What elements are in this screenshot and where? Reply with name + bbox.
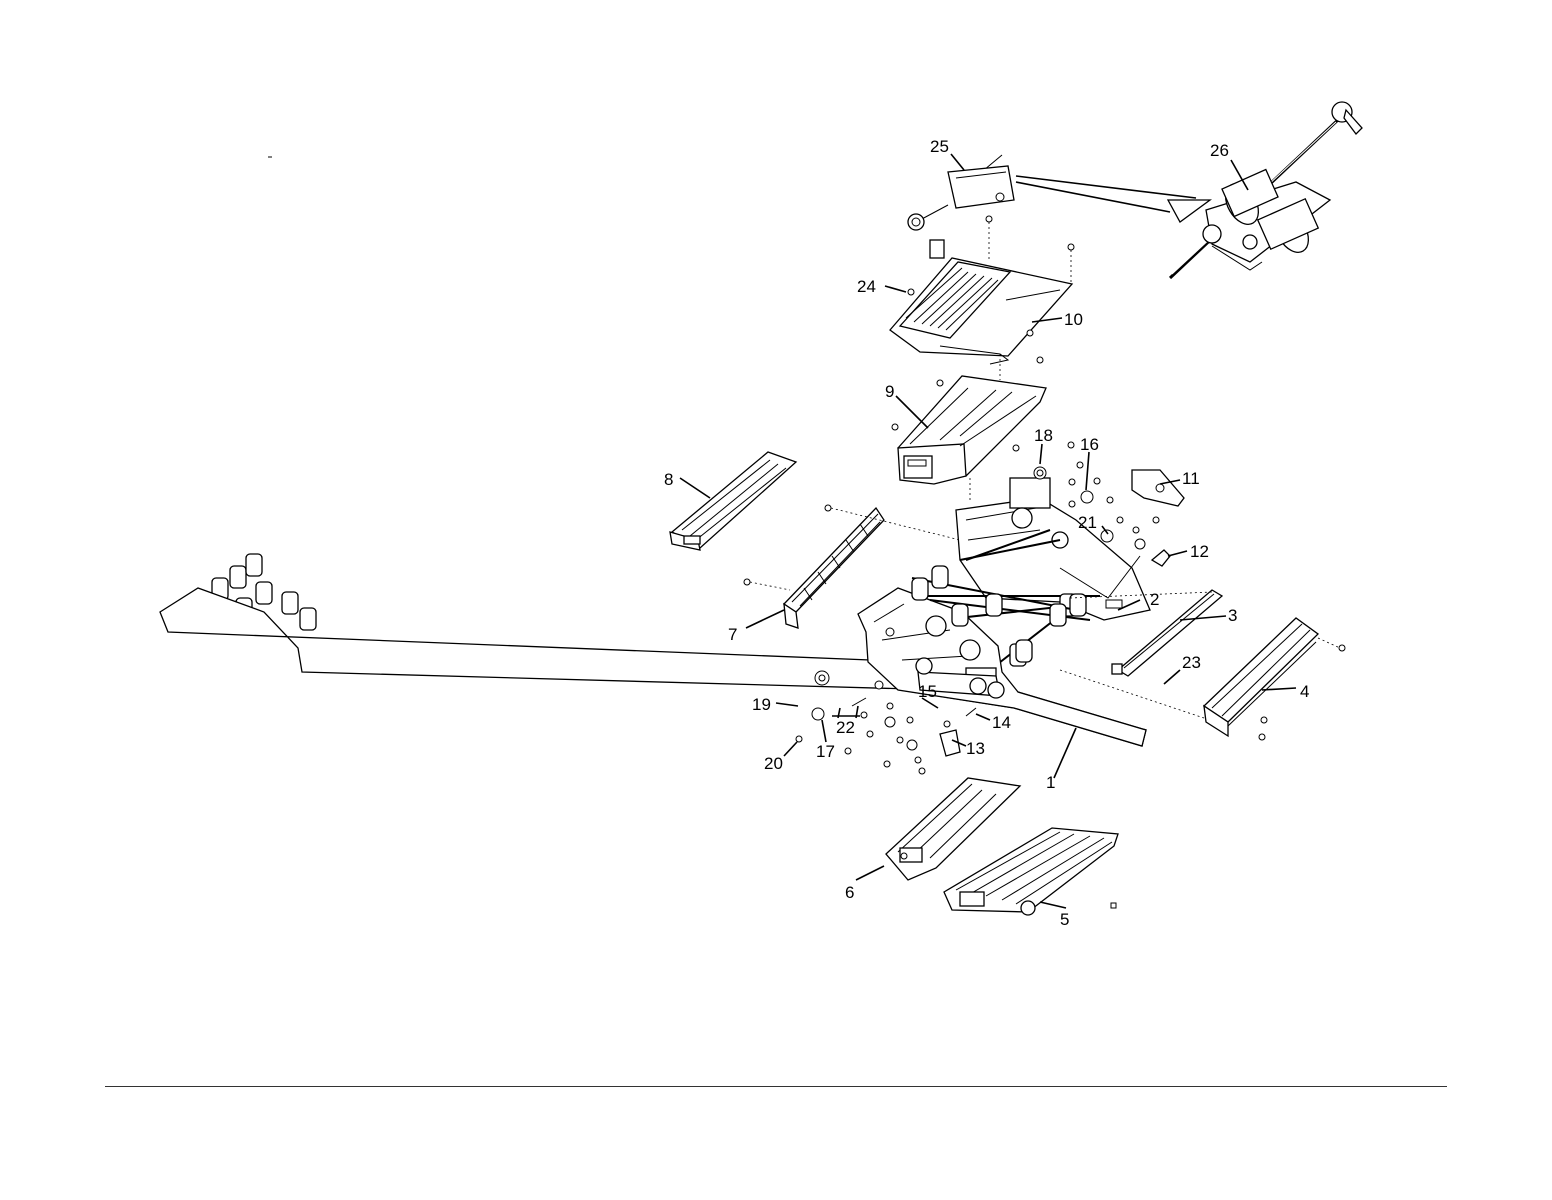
callout-23: 23 [1182, 653, 1201, 672]
callout-17: 17 [816, 742, 835, 761]
callout-18: 18 [1034, 426, 1053, 445]
callout-15: 15 [918, 682, 937, 701]
screw-icon [744, 579, 750, 585]
callout-2: 2 [1150, 590, 1159, 609]
callout-16: 16 [1080, 435, 1099, 454]
screw-icon [825, 505, 831, 511]
part-25-to-26-arrow [1016, 176, 1210, 222]
part-10-upper-guide [890, 240, 1072, 364]
callout-14: 14 [992, 713, 1011, 732]
callout-7: 7 [728, 625, 737, 644]
callout-5: 5 [1060, 910, 1069, 929]
callout-10: 10 [1064, 310, 1083, 329]
part-9-feeder-assembly [898, 376, 1046, 484]
callout-8: 8 [664, 470, 673, 489]
part-24-screw-icon [908, 289, 914, 295]
screw-icon [1013, 445, 1019, 451]
callout-3: 3 [1228, 606, 1237, 625]
part-12-clip [1152, 550, 1170, 566]
callout-24: 24 [857, 277, 876, 296]
screw-icon [1037, 357, 1043, 363]
callout-11: 11 [1182, 469, 1200, 488]
part-5-transport-belt [944, 828, 1118, 915]
part-8-side-rail [670, 452, 796, 550]
callout-26: 26 [1210, 141, 1229, 160]
callout-4: 4 [1300, 682, 1309, 701]
part-26-feed-roller-assembly [1170, 102, 1362, 278]
screw-icon [1027, 330, 1033, 336]
callout-1: 1 [1046, 773, 1055, 792]
callout-9: 9 [885, 382, 894, 401]
screw-icon [1339, 645, 1345, 651]
callout-20: 20 [764, 754, 783, 773]
screw-icon [1261, 717, 1267, 723]
callout-19: 19 [752, 695, 771, 714]
screw-icon [1259, 734, 1265, 740]
screw-icon [937, 380, 943, 386]
callout-13: 13 [966, 739, 985, 758]
part-11-bracket [1132, 470, 1184, 506]
callout-25: 25 [930, 137, 949, 156]
part-1-main-frame [160, 0, 1146, 746]
screw-icon [986, 216, 992, 222]
part-25-roller [268, 155, 1014, 230]
small-clip-icon [1111, 903, 1116, 908]
callout-21: 21 [1078, 513, 1097, 532]
screw-icon [892, 424, 898, 430]
part-7-rear-guide [108, 0, 884, 628]
screw-icon [1068, 244, 1074, 250]
callout-6: 6 [845, 883, 854, 902]
part-2-right-frame [956, 478, 1150, 620]
callout-12: 12 [1190, 542, 1209, 561]
footer-divider [105, 1086, 1447, 1087]
callout-22: 22 [836, 718, 855, 737]
